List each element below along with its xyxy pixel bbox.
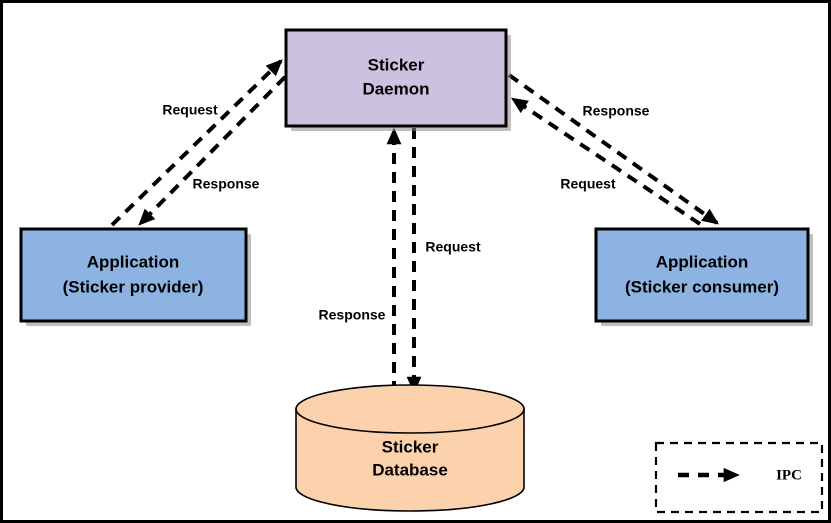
edge-daemon-to-database-request: Request bbox=[406, 128, 481, 394]
node-application-provider[interactable]: Application (Sticker provider) bbox=[19, 227, 251, 326]
edge-daemon-to-provider: Response bbox=[138, 75, 287, 226]
edge-provider-to-daemon: Request bbox=[110, 59, 283, 227]
edge-consumer-to-daemon-request: Request bbox=[507, 73, 720, 225]
daemon-label-line2: Daemon bbox=[362, 79, 429, 98]
consumer-box bbox=[594, 227, 810, 323]
edge-label-request-database: Request bbox=[425, 239, 481, 255]
edge-label-request-consumer: Request bbox=[560, 176, 616, 192]
provider-label-line1: Application bbox=[87, 252, 180, 271]
provider-box bbox=[19, 227, 248, 323]
consumer-label-line2: (Sticker consumer) bbox=[625, 277, 779, 296]
provider-label-line2: (Sticker provider) bbox=[63, 277, 204, 296]
node-sticker-database[interactable]: Sticker Database bbox=[295, 384, 525, 512]
edge-label-response-provider: Response bbox=[193, 176, 260, 192]
database-cylinder-body bbox=[295, 408, 525, 512]
daemon-box bbox=[284, 28, 508, 128]
edge-label-response-database: Response bbox=[319, 307, 386, 323]
database-label-line1: Sticker bbox=[382, 437, 439, 456]
node-sticker-daemon[interactable]: Sticker Daemon bbox=[284, 28, 511, 131]
consumer-label-line1: Application bbox=[656, 252, 749, 271]
edge-database-to-daemon-response: Response bbox=[319, 127, 402, 392]
edge-daemon-to-consumer-response: Response bbox=[510, 97, 702, 226]
database-label-line2: Database bbox=[372, 460, 448, 479]
legend: IPC bbox=[654, 441, 824, 514]
legend-border bbox=[654, 441, 824, 514]
database-cylinder-top bbox=[295, 384, 525, 434]
edge-label-response-consumer: Response bbox=[583, 103, 650, 119]
daemon-label-line1: Sticker bbox=[368, 55, 425, 74]
node-application-consumer[interactable]: Application (Sticker consumer) bbox=[594, 227, 813, 326]
edge-label-request-provider: Request bbox=[162, 102, 218, 118]
legend-item-label-ipc: IPC bbox=[776, 467, 802, 483]
